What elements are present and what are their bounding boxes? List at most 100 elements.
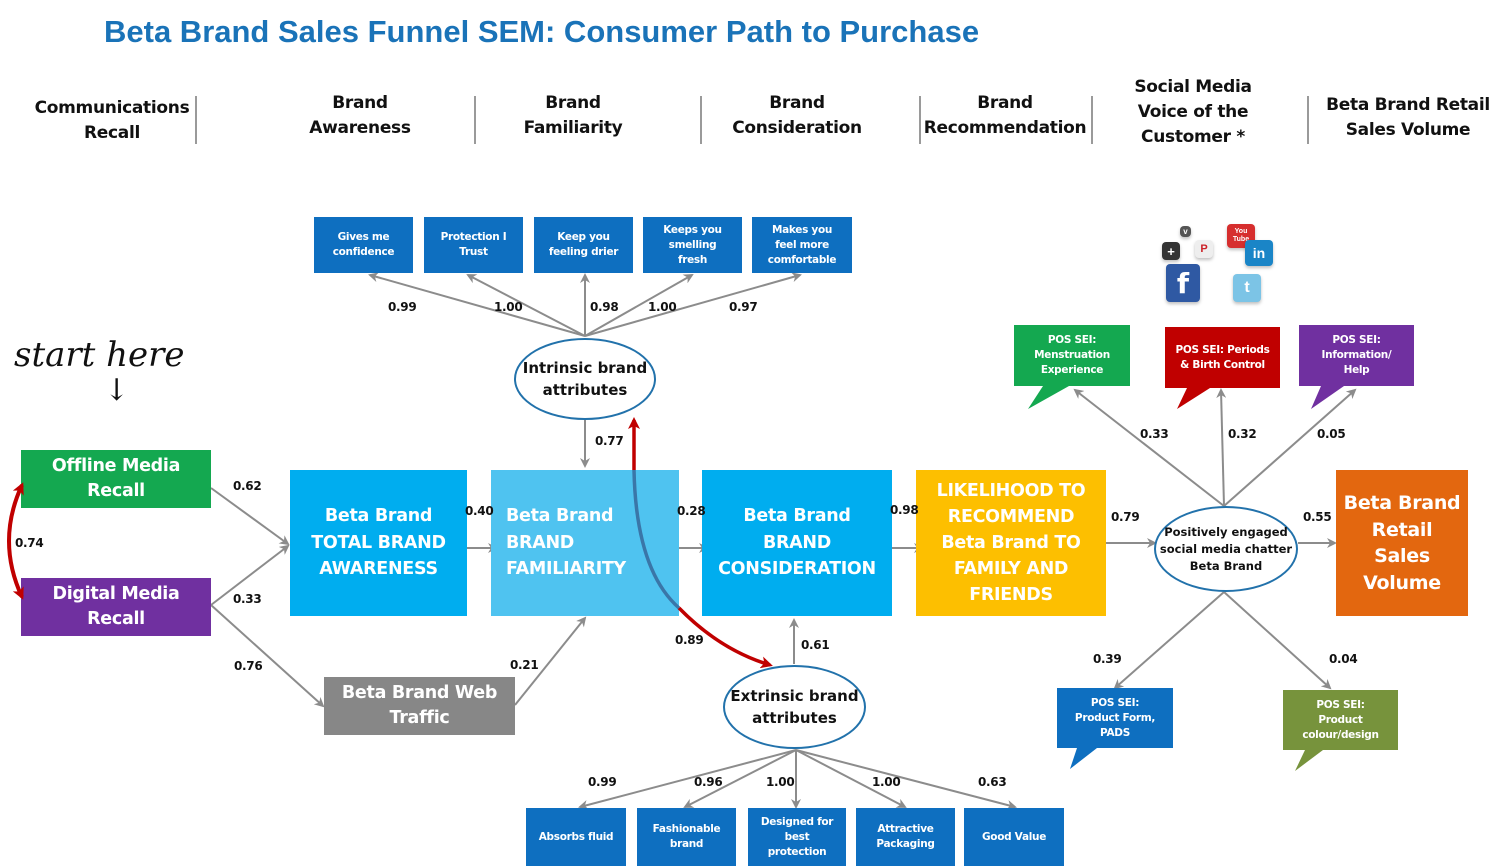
loading-intrinsic-2: 1.00	[494, 300, 523, 314]
path-intrinsic-item-4	[584, 274, 694, 337]
stage-divider	[700, 96, 702, 144]
path-social-pos-2	[1216, 388, 1227, 507]
extrinsic-item-best-protection: Designed for best protection	[748, 808, 846, 866]
start-here-annotation: start here ↓	[14, 335, 185, 408]
coef-offline-awareness: 0.62	[233, 479, 262, 493]
speech-bubble-shape	[1299, 325, 1414, 409]
offline-media-recall-node: Offline Media Recall	[21, 450, 211, 508]
facebook-icon: f	[1166, 264, 1200, 302]
path-social-pos-4	[1113, 591, 1225, 690]
path-social-pos-3	[1223, 388, 1357, 507]
path-extrinsic-item-4	[795, 749, 907, 808]
loading-intrinsic-1: 0.99	[388, 300, 417, 314]
path-digital-web	[210, 604, 325, 708]
coef-intrinsic-familiarity: 0.77	[595, 434, 624, 448]
coef-familiarity-consideration: 0.28	[677, 504, 706, 518]
google-plus-icon: +	[1162, 242, 1180, 260]
path-intrinsic-item-5	[584, 272, 802, 337]
extrinsic-item-absorbs-fluid: Absorbs fluid	[526, 808, 626, 866]
speech-bubble-shape	[1283, 690, 1398, 771]
loading-pos-3: 0.05	[1317, 427, 1346, 441]
path-intrinsic-item-2	[466, 274, 586, 337]
pos-sei-label: POS SEI: Periods & Birth Control	[1175, 343, 1270, 371]
covariance-intrinsic-extrinsic-inner	[632, 469, 681, 610]
brand-familiarity-node: Beta Brand BRAND FAMILIARITY	[491, 470, 679, 616]
social-chatter-latent: Positively engaged social media chatter …	[1154, 506, 1298, 592]
intrinsic-attributes-latent: Intrinsic brand attributes	[514, 338, 656, 420]
loading-intrinsic-4: 1.00	[648, 300, 677, 314]
total-brand-awareness-node: Beta Brand TOTAL BRAND AWARENESS	[290, 470, 467, 616]
loading-extrinsic-2: 0.96	[694, 775, 723, 789]
extrinsic-attributes-latent: Extrinsic brand attributes	[723, 665, 866, 749]
pos-sei-label: POS SEI: Menstruation Experience	[1034, 334, 1110, 376]
covariance-offline-digital	[7, 482, 24, 600]
down-arrow-icon: ↓	[104, 373, 130, 408]
social-media-icons-cluster: + v P You Tube in f t	[1150, 216, 1290, 316]
retail-sales-volume-node: Beta Brand Retail Sales Volume	[1336, 470, 1468, 616]
path-web-familiarity	[514, 616, 587, 706]
coef-digital-web: 0.76	[234, 659, 263, 673]
path-extrinsic-item-2	[683, 749, 797, 808]
loading-intrinsic-5: 0.97	[729, 300, 758, 314]
coef-awareness-familiarity: 0.40	[465, 504, 494, 518]
pos-sei-periods-bubble: POS SEI: Periods & Birth Control	[1165, 327, 1280, 410]
web-traffic-node: Beta Brand Web Traffic	[324, 677, 515, 735]
diagram-title: Beta Brand Sales Funnel SEM: Consumer Pa…	[104, 14, 980, 49]
loading-pos-2: 0.32	[1228, 427, 1257, 441]
digital-media-recall-node: Digital Media Recall	[21, 578, 211, 636]
loading-intrinsic-3: 0.98	[590, 300, 619, 314]
extrinsic-item-attractive-packaging: Attractive Packaging	[856, 808, 955, 866]
stage-header-brand-recommendation: Brand Recommendation	[923, 93, 1087, 138]
path-offline-awareness	[210, 487, 290, 546]
pos-sei-product-form-bubble: POS SEI: Product Form, PADS	[1057, 688, 1173, 770]
pos-sei-information-bubble: POS SEI: Information/ Help	[1299, 325, 1414, 410]
coef-intrinsic-extrinsic-covariance: 0.89	[675, 633, 704, 647]
path-digital-awareness	[210, 544, 290, 606]
loading-extrinsic-1: 0.99	[588, 775, 617, 789]
pos-sei-label: POS SEI: Information/ Help	[1321, 334, 1392, 376]
stage-divider	[1091, 96, 1093, 144]
speech-bubble-shape	[1014, 325, 1130, 409]
coef-social-sales: 0.55	[1303, 510, 1332, 524]
linkedin-icon: in	[1245, 240, 1273, 266]
twitter-icon: t	[1233, 274, 1261, 302]
loading-pos-4: 0.39	[1093, 652, 1122, 666]
stage-header-retail-sales-volume: Beta Brand Retail Sales Volume	[1326, 95, 1490, 140]
coef-consideration-recommend: 0.98	[890, 503, 919, 517]
pos-sei-label: POS SEI: Product Form, PADS	[1074, 696, 1156, 739]
coef-web-familiarity: 0.21	[510, 658, 539, 672]
intrinsic-item-smelling-fresh: Keeps you smelling fresh	[643, 217, 742, 273]
stage-divider	[474, 96, 476, 144]
stage-header-social-media-voc: Social Media Voice of the Customer *	[1134, 77, 1252, 147]
path-intrinsic-item-1	[368, 272, 586, 337]
pos-sei-label: POS SEI: Product colour/design	[1302, 698, 1379, 741]
stage-header-brand-consideration: Brand Consideration	[732, 93, 862, 138]
extrinsic-item-fashionable-brand: Fashionable brand	[637, 808, 736, 866]
start-here-text: start here	[14, 335, 185, 375]
path-social-pos-5	[1223, 591, 1332, 690]
pos-sei-menstruation-bubble: POS SEI: Menstruation Experience	[1014, 325, 1130, 410]
loading-extrinsic-4: 1.00	[872, 775, 901, 789]
youtube-icon: You Tube	[1227, 224, 1255, 248]
stage-header-brand-awareness: Brand Awareness	[309, 93, 411, 138]
stage-divider	[1307, 96, 1309, 144]
pos-sei-colour-design-bubble: POS SEI: Product colour/design	[1283, 690, 1398, 772]
coef-digital-awareness: 0.33	[233, 592, 262, 606]
brand-consideration-node: Beta Brand BRAND CONSIDERATION	[702, 470, 892, 616]
loading-extrinsic-3: 1.00	[766, 775, 795, 789]
pinterest-icon: P	[1195, 240, 1213, 258]
stage-header-brand-familiarity: Brand Familiarity	[523, 93, 623, 138]
path-extrinsic-item-5	[795, 749, 1017, 810]
loading-extrinsic-5: 0.63	[978, 775, 1007, 789]
loading-pos-5: 0.04	[1329, 652, 1358, 666]
extrinsic-item-good-value: Good Value	[964, 808, 1064, 866]
coef-offline-digital-covariance: 0.74	[15, 536, 44, 550]
speech-bubble-shape	[1165, 327, 1280, 409]
speech-bubble-shape	[1057, 688, 1173, 769]
intrinsic-item-feeling-drier: Keep you feeling drier	[534, 217, 633, 273]
stage-divider	[919, 96, 921, 144]
vimeo-icon: v	[1180, 226, 1191, 237]
stage-divider	[195, 96, 197, 144]
